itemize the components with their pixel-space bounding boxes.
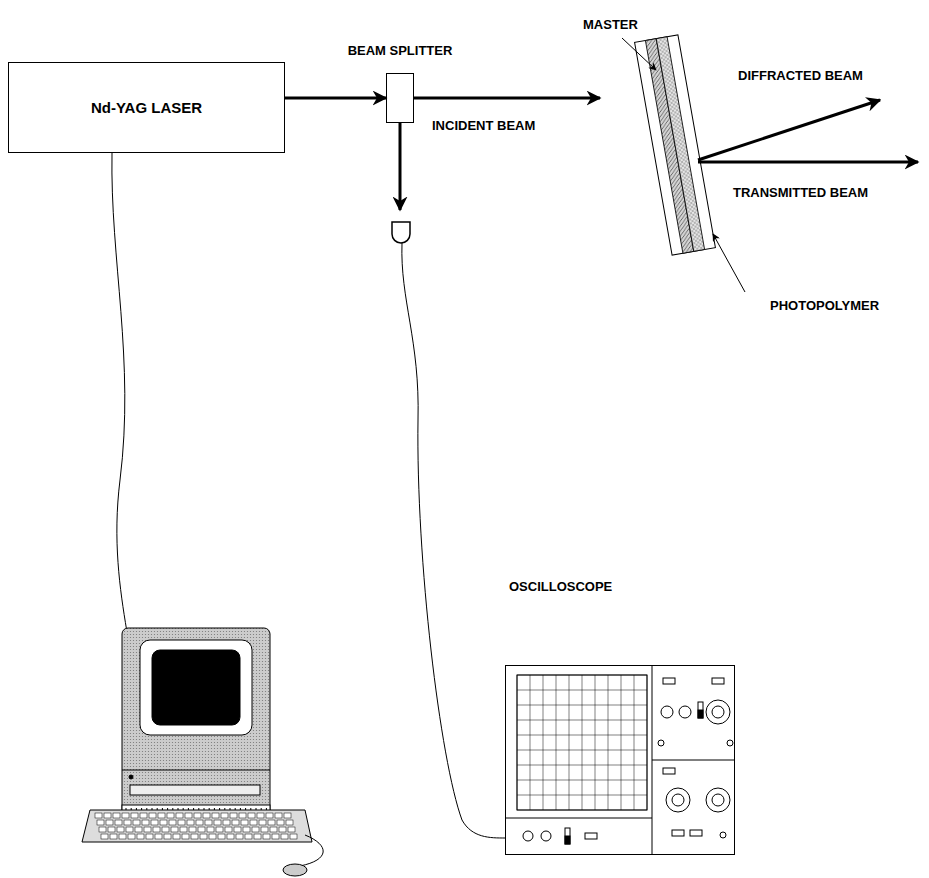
sample-plate [635,35,716,255]
node-label: Nd-YAG LASER [91,99,202,116]
callout-label: PHOTOPOLYMER [770,298,879,313]
sample-beam [399,123,402,210]
transmitted-beam [698,161,918,164]
beam-label: DIFFRACTED BEAM [738,68,863,83]
beam-splitter: BEAM SPLITTER [386,73,414,123]
node-heading: BEAM SPLITTER [348,43,453,58]
beam-label: TRANSMITTED BEAM [733,185,868,200]
diffracted-beam [698,100,880,160]
node-heading: OSCILLOSCOPE [509,579,612,594]
oscilloscope: OSCILLOSCOPE [505,665,735,855]
laser-box: Nd-YAG LASER [8,62,285,153]
incident-beam [414,97,600,100]
computer [82,628,323,876]
leader-arrow [622,38,656,70]
oscilloscope-panel [505,665,735,855]
detector [392,222,410,243]
leader-arrow [713,234,745,292]
callout-label: MASTER [583,17,638,32]
laser-beam [285,97,386,100]
signal-wire [402,243,505,838]
beam-label: INCIDENT BEAM [432,118,535,133]
